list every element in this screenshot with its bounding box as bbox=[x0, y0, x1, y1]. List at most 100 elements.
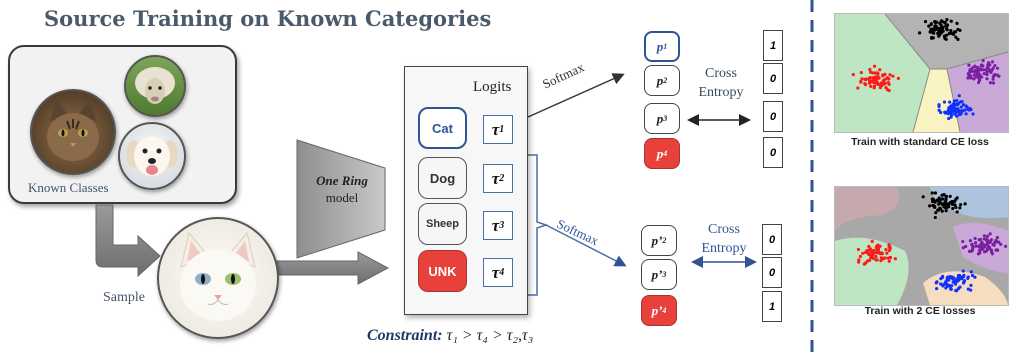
cluster-point bbox=[955, 210, 959, 214]
cluster-point bbox=[971, 112, 975, 116]
cluster-point bbox=[931, 197, 935, 201]
cluster-point bbox=[933, 191, 938, 195]
cluster-point bbox=[949, 31, 953, 35]
known-classes-label: Known Classes bbox=[28, 180, 109, 195]
cluster-point bbox=[961, 103, 966, 107]
cluster-point bbox=[986, 65, 990, 69]
cluster-point bbox=[947, 116, 951, 121]
cluster-point bbox=[887, 259, 891, 263]
cluster-point bbox=[970, 69, 975, 73]
cluster-point bbox=[951, 280, 955, 284]
cluster-point bbox=[967, 73, 971, 78]
cluster-point bbox=[985, 72, 989, 77]
cluster-point bbox=[955, 196, 959, 200]
cluster-point bbox=[878, 68, 882, 72]
target-top-4: 0 bbox=[763, 137, 783, 168]
cluster-point bbox=[944, 280, 948, 284]
cluster-point bbox=[950, 284, 954, 288]
decision-regions-standard bbox=[835, 14, 1008, 132]
cluster-point bbox=[962, 280, 966, 284]
cluster-point bbox=[968, 106, 972, 111]
cluster-point bbox=[872, 64, 877, 68]
cluster-point bbox=[856, 247, 861, 252]
cluster-point bbox=[934, 20, 939, 24]
cluster-point bbox=[870, 80, 874, 84]
cluster-point bbox=[885, 251, 889, 255]
class-unk: UNK bbox=[418, 250, 467, 292]
cluster-point bbox=[956, 37, 960, 41]
cluster-point bbox=[930, 35, 934, 40]
cluster-point bbox=[875, 82, 879, 86]
cluster-point bbox=[859, 70, 863, 75]
cluster-point bbox=[985, 77, 989, 81]
cluster-point bbox=[864, 250, 868, 255]
cluster-point bbox=[952, 99, 956, 103]
cluster-point bbox=[966, 287, 970, 291]
cluster-point bbox=[878, 86, 882, 90]
cluster-point bbox=[874, 258, 878, 262]
cluster-point bbox=[946, 278, 950, 282]
cluster-point bbox=[995, 66, 1000, 70]
cluster-point bbox=[964, 104, 968, 108]
cluster-point bbox=[937, 103, 941, 107]
cluster-point bbox=[934, 210, 938, 215]
cluster-point bbox=[881, 74, 885, 78]
cluster-point bbox=[991, 81, 996, 85]
cluster-point bbox=[851, 72, 855, 77]
cluster-point bbox=[918, 31, 922, 35]
cluster-point bbox=[985, 69, 989, 74]
cluster-point bbox=[944, 209, 948, 213]
sample-cat-image bbox=[157, 217, 279, 339]
cluster-point bbox=[939, 31, 943, 35]
cluster-point bbox=[921, 195, 925, 199]
cluster-point bbox=[856, 86, 860, 90]
cluster-point bbox=[981, 59, 985, 63]
sample-label: Sample bbox=[103, 290, 145, 305]
class-sheep: Sheep bbox=[418, 203, 467, 245]
cluster-point bbox=[878, 244, 882, 248]
cluster-point bbox=[988, 81, 993, 85]
cluster-point bbox=[978, 67, 983, 71]
cluster-point bbox=[880, 252, 885, 256]
cluster-point bbox=[873, 71, 877, 75]
cluster-point bbox=[973, 236, 977, 241]
cluster-point bbox=[953, 282, 958, 286]
cluster-point bbox=[879, 259, 883, 263]
cluster-point bbox=[948, 274, 953, 279]
cluster-point bbox=[872, 84, 877, 88]
cluster-point bbox=[977, 238, 981, 242]
cluster-point bbox=[961, 239, 965, 244]
cluster-point bbox=[955, 114, 959, 118]
cluster-point bbox=[876, 75, 880, 79]
cluster-point bbox=[935, 286, 939, 291]
cluster-point bbox=[970, 273, 975, 278]
cluster-point bbox=[975, 73, 980, 77]
cluster-point bbox=[961, 269, 965, 273]
model-label: One Ring model bbox=[302, 172, 382, 206]
constraint-expression: τ₁ > τ₄ > τ₂,τ₃ bbox=[446, 327, 534, 344]
cluster-point bbox=[944, 33, 949, 37]
cluster-point bbox=[875, 246, 879, 250]
cluster-point bbox=[876, 72, 880, 76]
cluster-point bbox=[881, 256, 885, 261]
cluster-point bbox=[980, 240, 984, 245]
cluster-point bbox=[967, 63, 971, 67]
cluster-point bbox=[939, 110, 943, 115]
cluster-point bbox=[861, 251, 865, 255]
cluster-point bbox=[944, 197, 948, 201]
cluster-point bbox=[977, 75, 982, 80]
cluster-point bbox=[991, 242, 995, 247]
cluster-point bbox=[949, 29, 953, 33]
cluster-point bbox=[973, 241, 978, 245]
cluster-point bbox=[869, 84, 873, 89]
cluster-point bbox=[976, 244, 981, 248]
cluster-point bbox=[887, 243, 891, 247]
cluster-point bbox=[959, 105, 963, 109]
cluster-point bbox=[868, 252, 872, 257]
target-bottom-1: 0 bbox=[762, 224, 782, 255]
cluster-point bbox=[951, 206, 955, 211]
model-trapezoid bbox=[296, 139, 386, 259]
cluster-point bbox=[939, 23, 943, 27]
